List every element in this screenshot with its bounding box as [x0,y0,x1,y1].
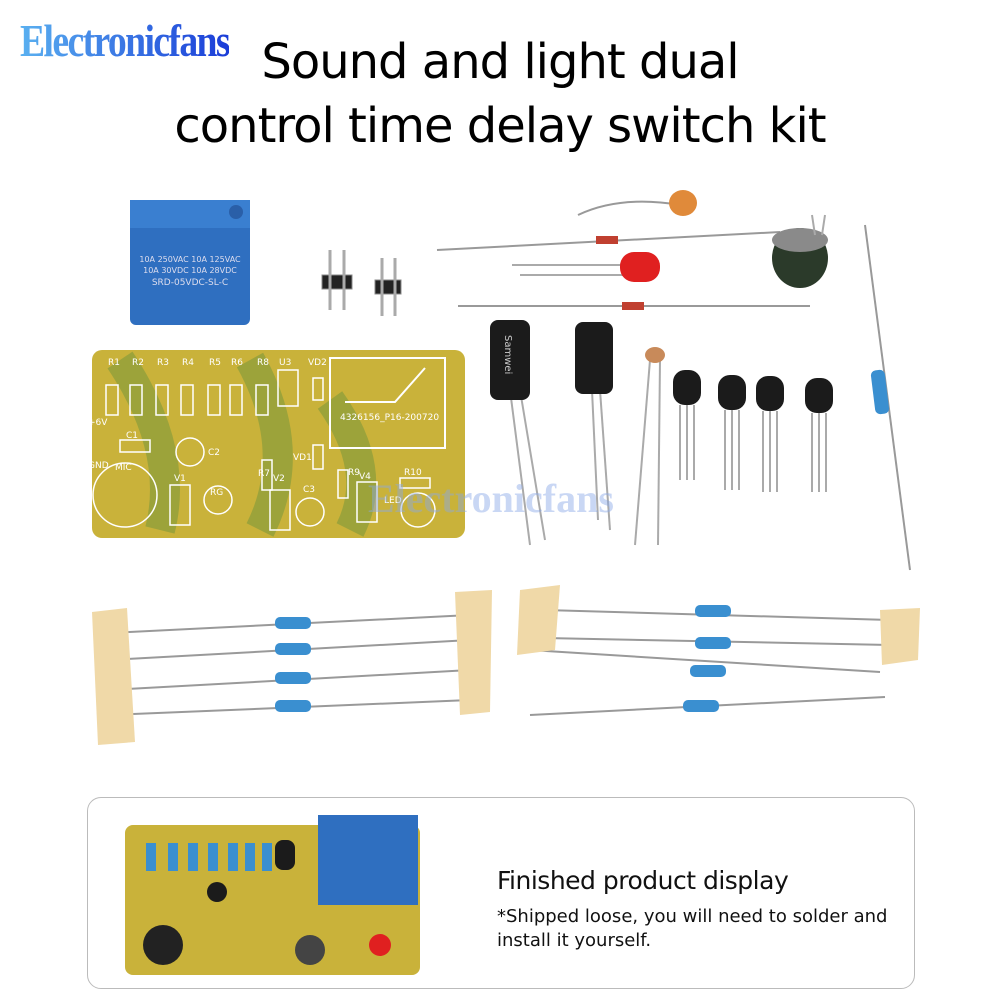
finished-product-note: *Shipped loose, you will need to solder … [497,906,888,951]
svg-text:R3: R3 [157,358,169,368]
electret-microphone [772,214,828,288]
photoresistor [634,347,665,546]
svg-text:VD2: VD2 [308,358,327,368]
svg-text:+6V: +6V [88,418,108,428]
finished-product-image [125,815,420,975]
svg-text:R8: R8 [257,358,269,368]
svg-text:Samwei: Samwei [502,335,513,374]
svg-text:LED: LED [384,496,402,506]
finished-product-card [87,797,915,989]
svg-text:V4: V4 [359,472,371,482]
svg-text:GND: GND [88,461,109,471]
svg-text:R7: R7 [258,469,270,479]
svg-text:VD1: VD1 [293,453,312,463]
svg-text:R2: R2 [132,358,144,368]
relay-text-3: SRD-05VDC-SL-C [152,278,228,288]
resistor-strip-right [517,585,920,716]
relay-text-2: 10A 30VDC 10A 28VDC [143,266,237,275]
finished-product-title: Finished product display [497,866,789,895]
page-title: Sound and light dual control time delay … [0,30,1000,158]
title-line-1: Sound and light dual [261,34,739,90]
relay-text-1: 10A 250VAC 10A 125VAC [139,255,241,264]
svg-text:R5: R5 [209,358,221,368]
svg-text:C2: C2 [208,448,220,458]
relay: 10A 250VAC 10A 125VAC 10A 30VDC 10A 28VD… [130,200,250,325]
svg-text:C1: C1 [126,431,138,441]
svg-text:U3: U3 [279,358,291,368]
pcb-code: 4326156_P16-200720 [340,413,439,423]
svg-text:C3: C3 [303,485,315,495]
watermark: Electronicfans [368,476,614,521]
transistors [673,370,833,492]
svg-text:R1: R1 [108,358,120,368]
svg-text:V1: V1 [174,474,186,484]
svg-text:R6: R6 [231,358,243,368]
svg-text:R10: R10 [404,468,422,478]
pcb-board: 4326156_P16-200720 R1 R2 R3 R4 R5 R6 R8 U3 V… [88,350,465,538]
brand-logo: Electronicfans [20,15,231,66]
title-line-2: control time delay switch kit [174,98,826,154]
resistor [864,224,911,571]
svg-text:R4: R4 [182,358,194,368]
diode [436,231,781,251]
diode [458,302,810,310]
red-led [512,252,660,282]
svg-text:RG: RG [210,488,223,498]
resistor-strip-left [92,590,492,745]
svg-text:R9: R9 [348,468,360,478]
ceramic-capacitor [577,190,697,216]
electrolytic-capacitor: Samwei [490,320,546,546]
svg-text:MIC: MIC [115,463,132,473]
electrolytic-capacitor [575,322,613,531]
svg-text:V2: V2 [273,474,285,484]
pin-headers [321,250,402,316]
